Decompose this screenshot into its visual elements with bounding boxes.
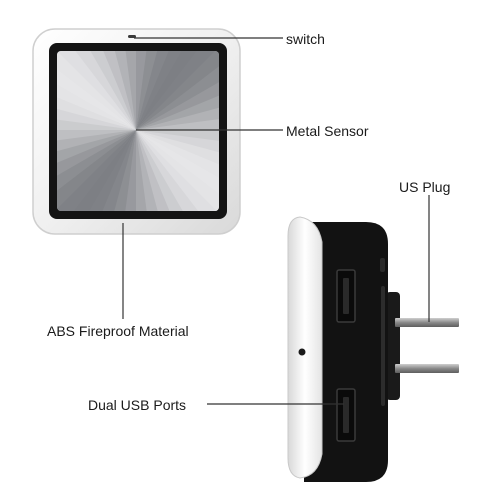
metal-sector	[57, 130, 136, 211]
metal-sector	[57, 51, 136, 130]
metal-sector	[134, 130, 163, 211]
metal-sector	[84, 51, 136, 130]
side-view	[287, 216, 459, 482]
usb-port-top-tongue	[343, 278, 349, 314]
metal-sector	[57, 130, 136, 207]
metal-sector	[57, 51, 136, 130]
metal-sector	[136, 130, 219, 209]
metal-sector	[136, 78, 219, 130]
top-notch	[380, 258, 385, 272]
white-face	[287, 216, 323, 479]
light-sensor-dot	[298, 348, 306, 356]
metal-sector	[136, 130, 219, 211]
metal-sector	[136, 51, 219, 130]
metal-sector	[57, 51, 136, 130]
metal-sector	[57, 51, 136, 130]
label-switch: switch	[286, 31, 325, 47]
metal-sector	[136, 130, 219, 211]
metal-sector	[57, 128, 136, 157]
usb-port-bottom-tongue	[343, 397, 349, 433]
metal-sector	[57, 130, 136, 211]
metal-sector	[136, 53, 219, 130]
label-abs-material: ABS Fireproof Material	[47, 323, 189, 339]
metal-sector	[57, 130, 136, 211]
black-body	[304, 222, 388, 482]
metal-sector	[136, 130, 219, 211]
label-usb-ports: Dual USB Ports	[88, 397, 187, 413]
leader-lines	[122, 37, 430, 405]
metal-sector	[57, 130, 136, 182]
switch-indicator	[128, 35, 136, 38]
prong-bottom	[395, 364, 459, 373]
front-view	[32, 28, 241, 235]
prong-top	[395, 318, 459, 327]
metal-sector	[57, 130, 136, 211]
metal-sector	[136, 51, 219, 130]
metal-sector	[57, 51, 136, 130]
metal-sector	[136, 130, 219, 211]
metal-sector	[136, 51, 219, 130]
metal-sector	[57, 51, 136, 130]
metal-sector	[57, 130, 136, 211]
metal-sector	[136, 51, 219, 130]
metal-sector	[136, 51, 219, 130]
metal-sector	[136, 51, 215, 130]
label-metal-sensor: Metal Sensor	[286, 123, 369, 139]
metal-sector	[109, 51, 138, 130]
metal-sector	[59, 51, 136, 130]
metal-sector	[57, 51, 136, 130]
metal-sector	[136, 103, 219, 132]
plug-housing	[386, 292, 400, 400]
metal-sector	[136, 130, 188, 211]
metal-sector	[136, 130, 213, 211]
metal-sector	[136, 130, 219, 211]
side-seam	[381, 286, 385, 406]
metal-sector	[136, 51, 219, 130]
metal-sector	[136, 130, 219, 211]
metal-sector	[57, 130, 136, 211]
label-us-plug: US Plug	[399, 179, 451, 195]
metal-sector	[57, 130, 136, 211]
brushed-metal-texture	[57, 51, 219, 211]
